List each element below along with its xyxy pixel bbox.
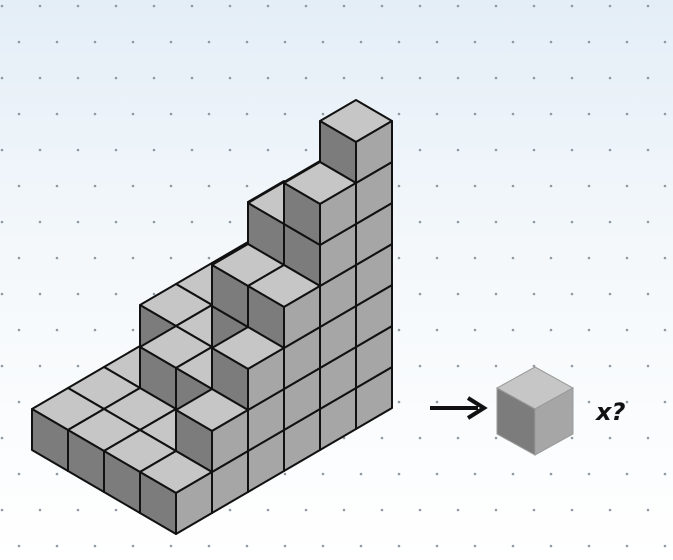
right-arrow-icon [430, 396, 488, 420]
cube-right-face [355, 120, 393, 184]
cube-right-face [175, 471, 213, 535]
question-label: x? [596, 398, 626, 426]
cube-right-face [319, 182, 357, 246]
cube-right-face [283, 285, 321, 349]
cube-icon [495, 366, 575, 456]
cube-right-face [247, 347, 285, 411]
cube-right-face [211, 409, 249, 473]
